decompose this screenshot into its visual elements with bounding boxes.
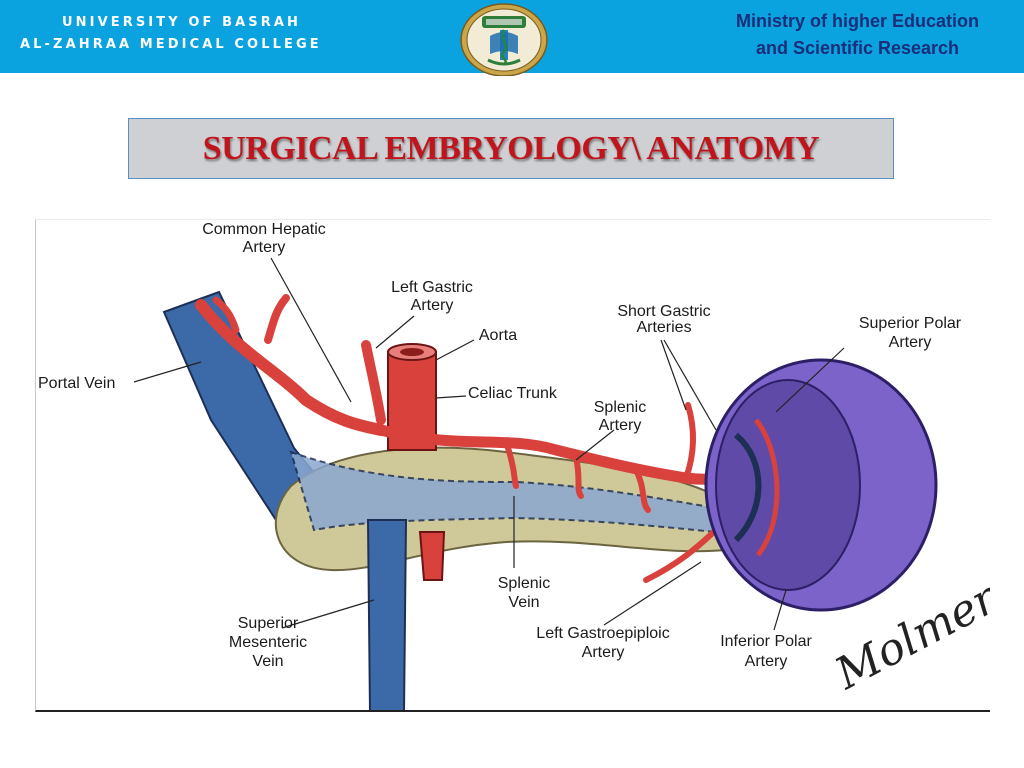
- label-inferior-polar-line-2: Artery: [745, 653, 788, 670]
- label-celiac-trunk: Celiac Trunk: [468, 385, 558, 402]
- label-left-gastroepiploic-line-2: Artery: [582, 644, 625, 661]
- label-inferior-polar-line-1: Inferior Polar: [720, 633, 812, 650]
- aorta-shape: [387, 343, 446, 581]
- label-short-gastric-line-1: Short Gastric: [617, 303, 710, 320]
- label-superior-mesenteric-line-1: Superior: [238, 615, 299, 632]
- label-superior-polar-line-2: Artery: [889, 334, 932, 351]
- label-common-hepatic-line-1: Common Hepatic: [202, 221, 326, 238]
- university-name: UNIVERSITY OF BASRAH: [62, 15, 301, 30]
- label-superior-mesenteric-line-2: Mesenteric: [229, 634, 307, 651]
- college-seal-icon: [460, 3, 548, 76]
- label-aorta: Aorta: [479, 327, 517, 344]
- label-splenic-vein-line-2: Vein: [508, 594, 539, 611]
- ministry-line-1: Ministry of higher Education: [735, 11, 979, 31]
- spleen-shape: [704, 358, 938, 612]
- label-left-gastric-line-2: Artery: [411, 297, 454, 314]
- label-splenic-artery-line-1: Splenic: [594, 399, 646, 416]
- label-left-gastroepiploic-line-1: Left Gastroepiploic: [536, 625, 669, 642]
- label-portal-vein: Portal Vein: [38, 375, 115, 392]
- label-superior-polar-line-1: Superior Polar: [859, 315, 962, 332]
- label-splenic-artery-line-2: Artery: [599, 417, 642, 434]
- ministry-name: Ministry of higher Education and Scienti…: [700, 8, 1015, 62]
- college-name: AL-ZAHRAA MEDICAL COLLEGE: [20, 37, 322, 52]
- label-splenic-vein-line-1: Splenic: [498, 575, 550, 592]
- ministry-line-2: and Scientific Research: [755, 38, 960, 58]
- label-short-gastric-line-2: Arteries: [636, 319, 691, 336]
- slide-title-box: SURGICAL EMBRYOLOGY\ ANATOMY: [128, 118, 894, 179]
- superior-mesenteric-vein-shape: [366, 519, 408, 710]
- anatomy-illustration: Common Hepatic Artery Left Gastric Arter…: [38, 221, 990, 710]
- label-superior-mesenteric-line-3: Vein: [252, 653, 283, 670]
- leader-lines: [133, 257, 845, 631]
- label-common-hepatic-line-2: Artery: [243, 239, 286, 256]
- label-left-gastric-line-1: Left Gastric: [391, 279, 473, 296]
- anatomy-figure: Common Hepatic Artery Left Gastric Arter…: [35, 219, 990, 712]
- slide-title: SURGICAL EMBRYOLOGY\ ANATOMY: [202, 129, 820, 167]
